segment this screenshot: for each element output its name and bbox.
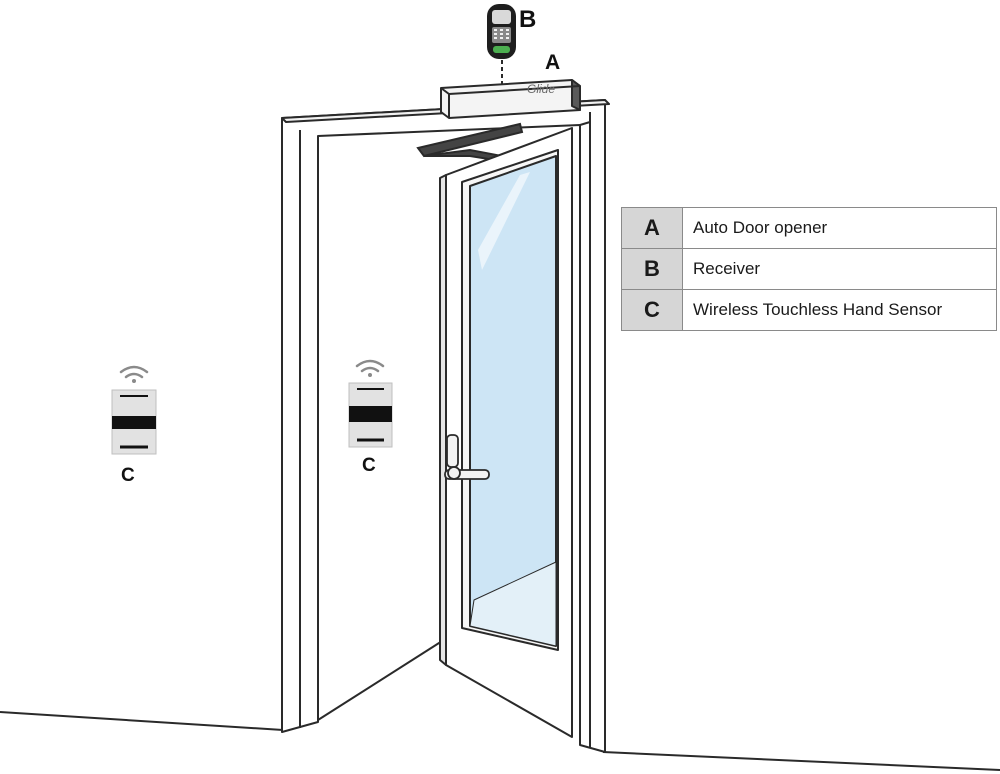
door-hinge-edge (439, 174, 447, 666)
callout-label-c-left: C (121, 465, 135, 486)
callout-label-b: B (519, 6, 537, 33)
wireless-touchless-sensor-center (348, 359, 393, 448)
legend-description: Auto Door opener (682, 207, 997, 249)
legend-row: C Wireless Touchless Hand Sensor (621, 289, 997, 331)
wifi-signal-icon (119, 365, 149, 383)
legend-table: A Auto Door opener B Receiver C Wireless… (621, 207, 997, 331)
wireless-touchless-sensor-left (111, 365, 157, 455)
floor-lines (0, 635, 1000, 771)
wifi-signal-icon (355, 359, 385, 377)
legend-row: A Auto Door opener (621, 207, 997, 249)
door-leaf (439, 127, 573, 738)
legend-row: B Receiver (621, 248, 997, 290)
callout-label-a: A (545, 51, 561, 74)
legend-key: A (621, 207, 683, 249)
legend-description: Wireless Touchless Hand Sensor (682, 289, 997, 331)
legend-description: Receiver (682, 248, 997, 290)
legend-key: B (621, 248, 683, 290)
door-handle (444, 434, 490, 480)
brand-logo: Glide (527, 82, 556, 96)
auto-door-opener (440, 79, 581, 119)
legend-key: C (621, 289, 683, 331)
receiver-keypad-icon (487, 4, 516, 59)
callout-label-c-center: C (362, 455, 376, 476)
